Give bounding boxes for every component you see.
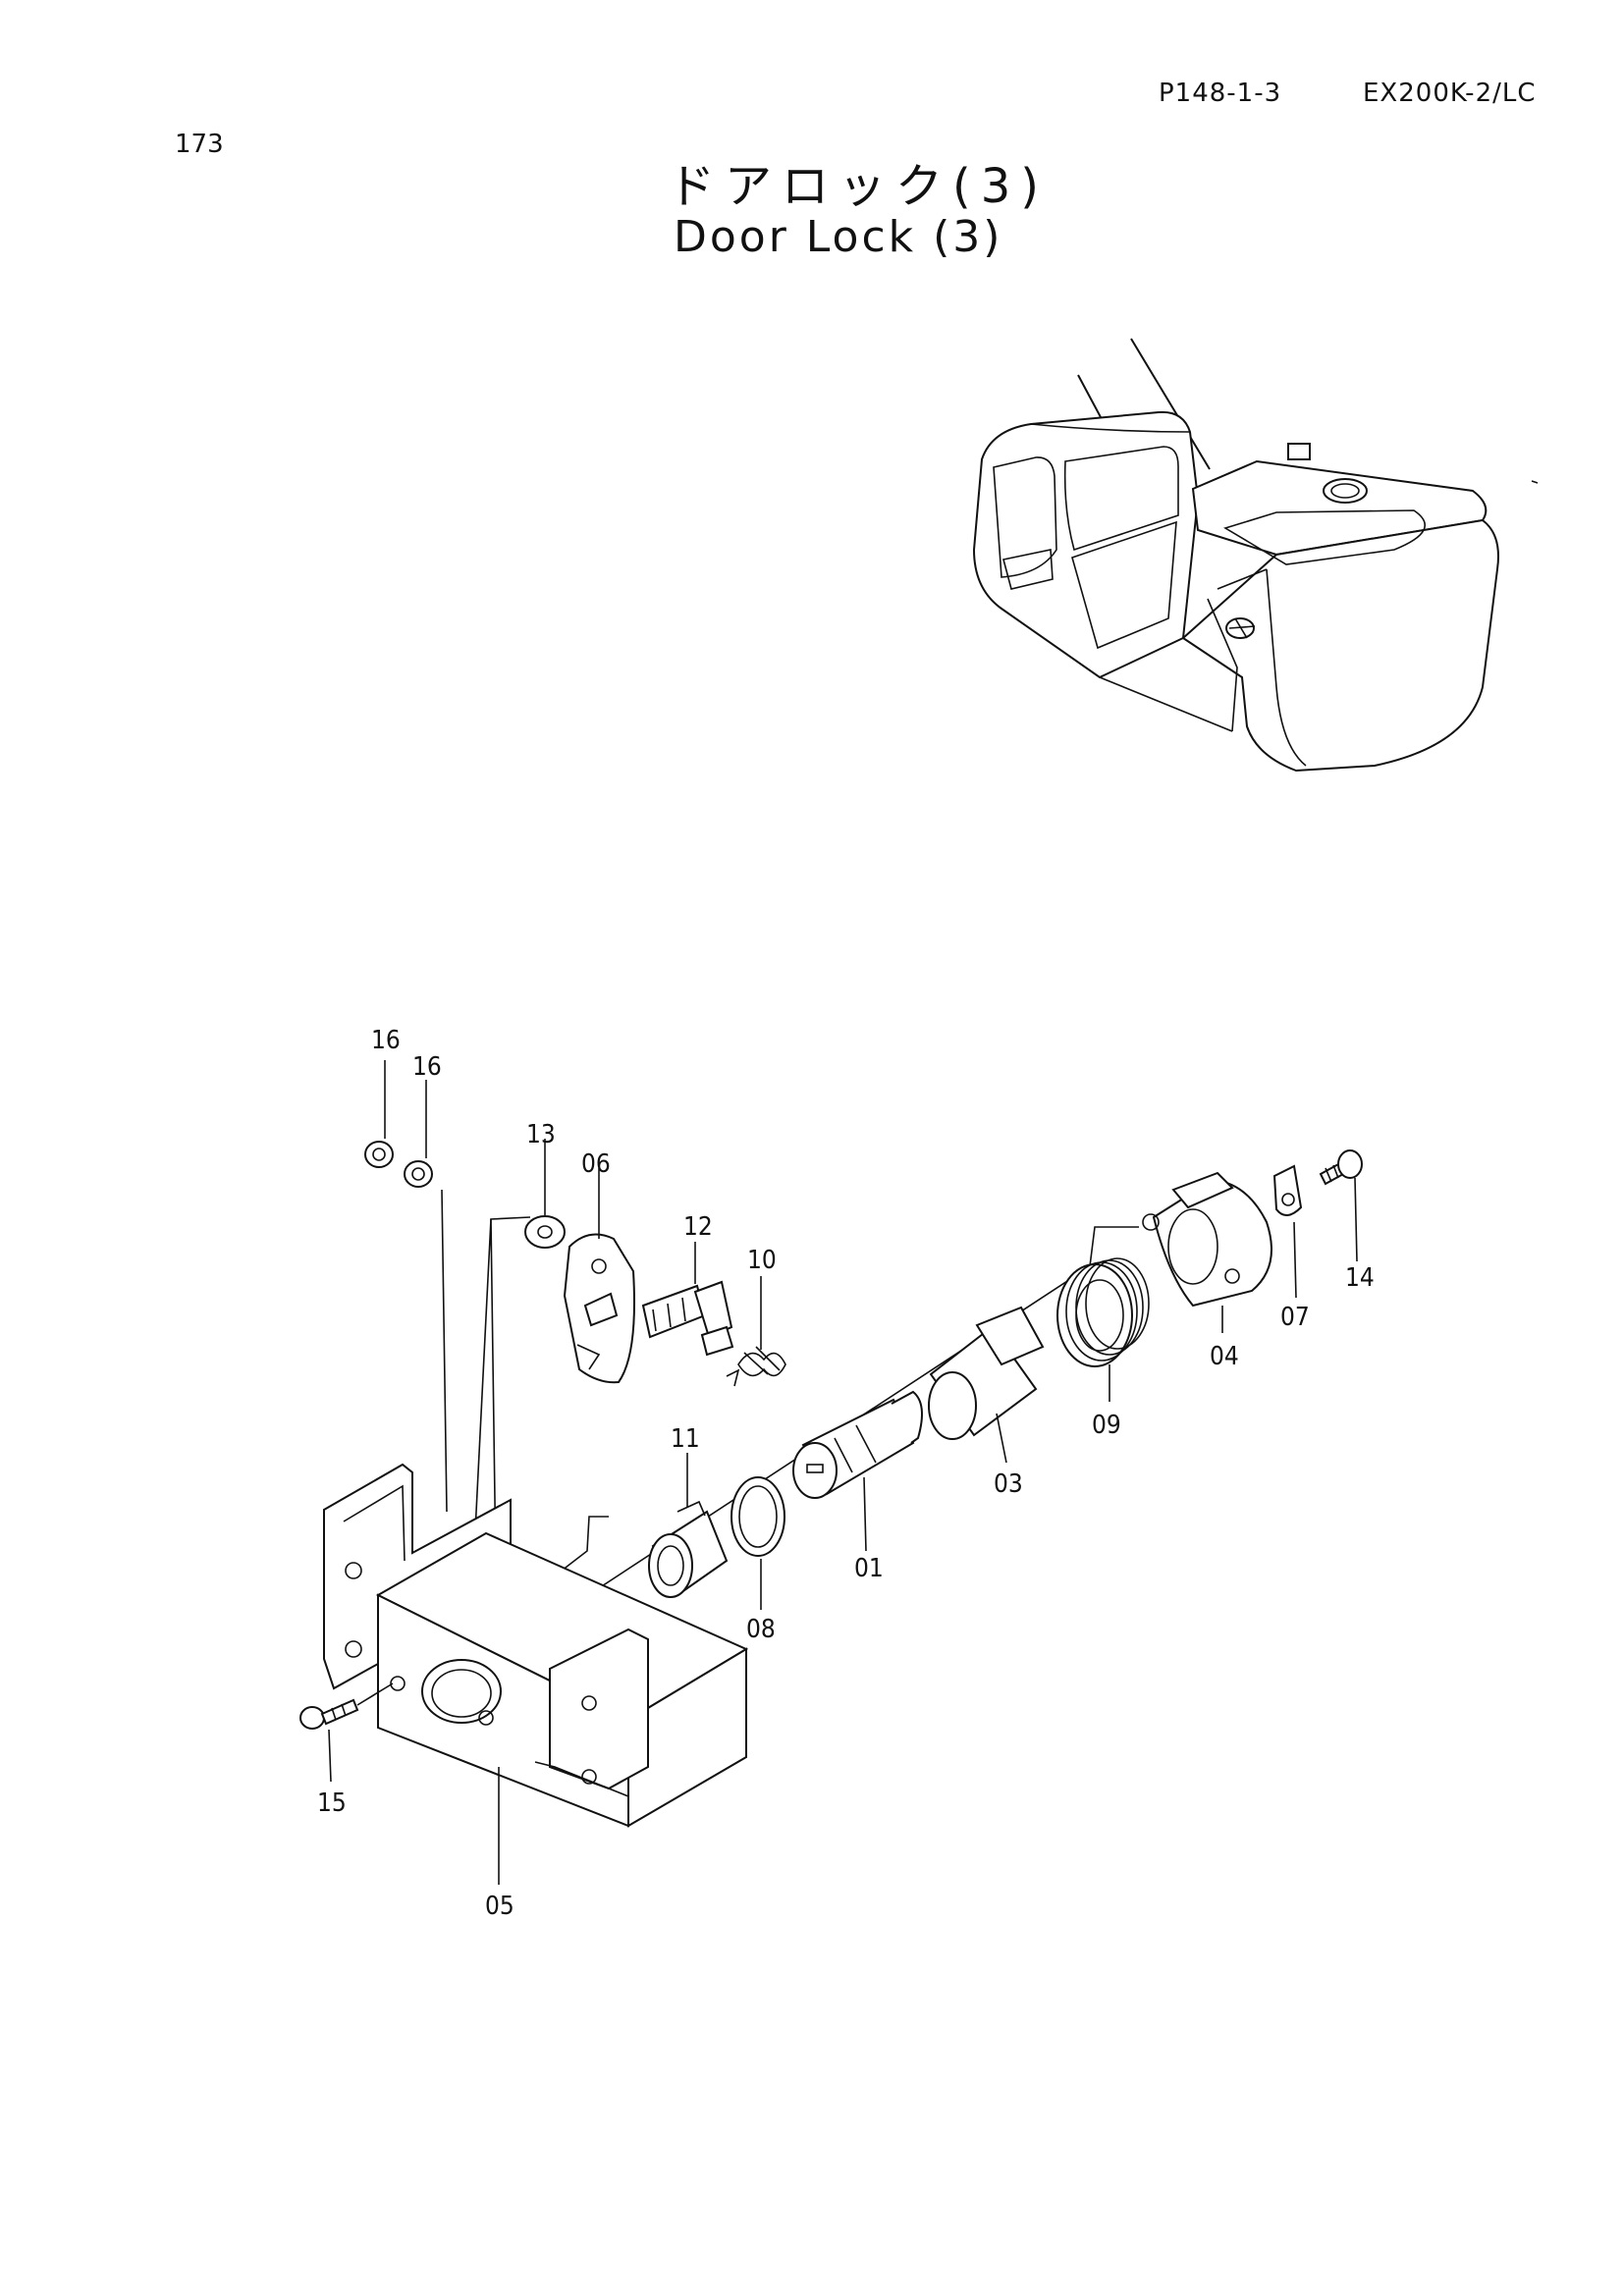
part-12-pin: [641, 1242, 734, 1357]
part-15-screw: [299, 1682, 394, 1783]
part-label-06: 06: [581, 1149, 611, 1179]
part-01-lock-cylinder: [792, 1390, 923, 1552]
part-05-bracket: [323, 1463, 749, 1828]
part-label-08: 08: [746, 1615, 776, 1644]
part-label-05: 05: [485, 1892, 514, 1921]
part-08-seal-ring: [730, 1476, 785, 1610]
part-13-washer: [524, 1139, 566, 1249]
model-number: EX200K-2/LC: [1363, 79, 1537, 108]
part-14-screw: [1319, 1149, 1363, 1262]
part-label-16b: 16: [412, 1052, 442, 1082]
part-label-11: 11: [671, 1424, 700, 1454]
part-07-plate: [1272, 1164, 1303, 1299]
part-label-07: 07: [1280, 1303, 1310, 1332]
part-label-04: 04: [1210, 1342, 1239, 1371]
part-label-12: 12: [683, 1212, 713, 1242]
part-label-03: 03: [994, 1469, 1023, 1499]
part-03-housing: [928, 1306, 1045, 1464]
part-label-15: 15: [317, 1789, 347, 1818]
part-16-nuts: [364, 1060, 433, 1188]
part-label-14: 14: [1345, 1263, 1375, 1293]
part-label-09: 09: [1092, 1411, 1121, 1440]
part-label-16a: 16: [371, 1026, 401, 1055]
page-title-english: Door Lock (3): [674, 212, 1003, 262]
part-11-bushing: [648, 1453, 729, 1598]
part-label-10: 10: [747, 1246, 777, 1275]
part-09-coil-spring: [1056, 1257, 1150, 1402]
excavator-location-illustration: [972, 338, 1539, 773]
part-label-01: 01: [854, 1554, 884, 1583]
part-06-latch-plate: [563, 1168, 635, 1384]
page-title-japanese: ドアロック(3): [668, 159, 1049, 214]
part-10-spring: [726, 1276, 786, 1387]
part-number-labels: 16 16 13 06 12 10 11 03 09 04 07 14 01 0…: [317, 1026, 1375, 1921]
page-number: 173: [175, 130, 224, 159]
page-reference: P148-1-3: [1159, 79, 1282, 108]
part-04-cover: [1142, 1171, 1272, 1333]
part-label-13: 13: [526, 1120, 556, 1149]
